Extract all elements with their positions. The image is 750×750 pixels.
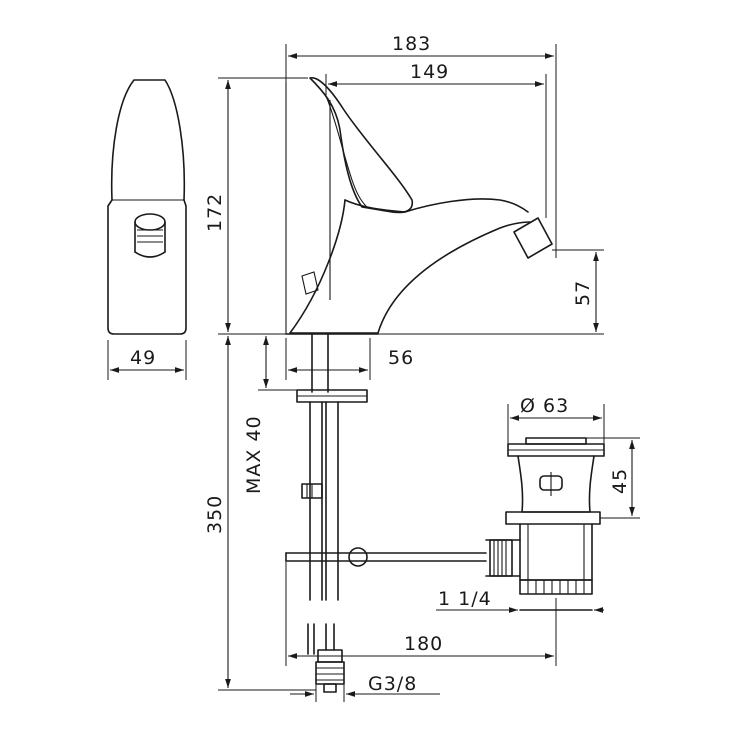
dim-body-width: 49 bbox=[130, 347, 156, 369]
dim-spout-reach: 149 bbox=[410, 61, 449, 83]
popup-waste bbox=[485, 437, 605, 611]
dim-height: 172 bbox=[204, 193, 226, 232]
dim-waste-thread: 1 1/4 bbox=[438, 588, 492, 610]
side-view bbox=[107, 79, 187, 335]
dim-base-diameter: 56 bbox=[388, 347, 414, 369]
dimension-lines bbox=[107, 44, 640, 702]
dim-max-thickness: MAX 40 bbox=[243, 415, 265, 494]
dim-overall-length: 183 bbox=[392, 33, 431, 55]
mounting-assembly bbox=[285, 333, 487, 693]
aerator-icon bbox=[134, 213, 166, 258]
dim-outlet-height: 57 bbox=[572, 280, 594, 306]
dimension-labels: 183 149 172 57 49 56 MAX 40 350 Ø 63 45 … bbox=[130, 33, 631, 695]
dim-rod-length: 180 bbox=[404, 633, 443, 655]
dim-waste-diameter: Ø 63 bbox=[520, 395, 569, 417]
dim-waste-height: 45 bbox=[609, 468, 631, 494]
faucet-front-view bbox=[285, 77, 553, 335]
dim-drain-length: 350 bbox=[204, 495, 226, 534]
dim-hose-thread: G3/8 bbox=[368, 673, 417, 695]
